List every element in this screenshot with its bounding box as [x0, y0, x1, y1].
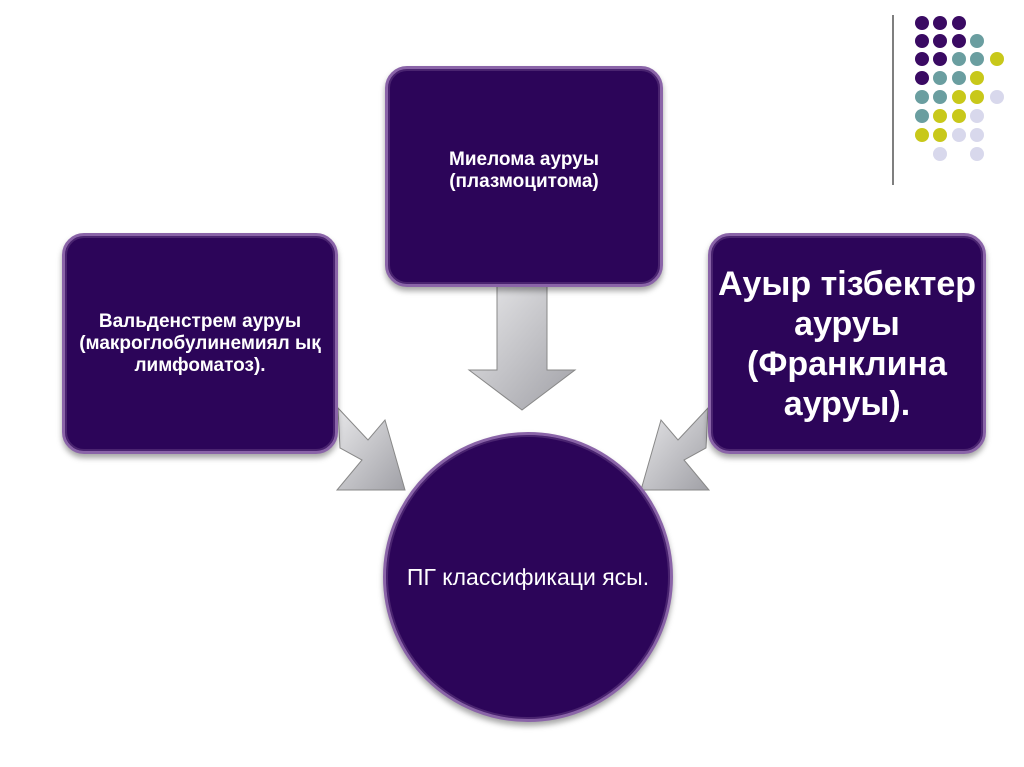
- myeloma-box: Миелома ауруы (плазмоцитома): [385, 66, 663, 287]
- decor-dot: [915, 128, 929, 142]
- myeloma-label: Миелома ауруы (плазмоцитома): [449, 149, 599, 192]
- decor-dot: [970, 109, 984, 123]
- decor-dot: [952, 16, 966, 30]
- decor-dot: [933, 71, 947, 85]
- decor-dot: [990, 90, 1004, 104]
- decor-dot: [952, 128, 966, 142]
- decor-dot: [933, 90, 947, 104]
- arrow-left-to-center: [335, 406, 406, 491]
- decor-dot: [952, 71, 966, 85]
- decor-dot: [933, 34, 947, 48]
- decor-dot: [915, 71, 929, 85]
- decor-dot: [933, 16, 947, 30]
- decor-dot: [915, 90, 929, 104]
- decorative-dots: [892, 15, 1004, 185]
- decor-dot: [970, 34, 984, 48]
- classification-label: ПГ классификаци ясы.: [406, 563, 650, 590]
- decor-dot: [933, 52, 947, 66]
- waldenstrom-label: Вальденстрем ауруы (макроглобулинемиял ы…: [79, 310, 321, 376]
- decor-dot: [933, 128, 947, 142]
- decor-dot: [970, 128, 984, 142]
- waldenstrom-box: Вальденстрем ауруы (макроглобулинемиял ы…: [62, 233, 338, 454]
- arrow-down: [467, 285, 577, 411]
- decor-dot: [952, 90, 966, 104]
- decor-dot: [915, 34, 929, 48]
- classification-circle: ПГ классификаци ясы.: [383, 432, 673, 722]
- decor-dot: [952, 109, 966, 123]
- decor-dot: [915, 52, 929, 66]
- decor-dot: [990, 52, 1004, 66]
- heavy-chain-label: Ауыр тізбектер ауруы (Франклина ауруы).: [717, 264, 977, 423]
- heavy-chain-box: Ауыр тізбектер ауруы (Франклина ауруы).: [708, 233, 986, 454]
- decor-dot: [970, 147, 984, 161]
- decor-dot: [933, 147, 947, 161]
- decor-dot: [970, 52, 984, 66]
- decor-dot: [970, 71, 984, 85]
- decor-dot: [952, 34, 966, 48]
- decor-dot: [933, 109, 947, 123]
- decor-dot: [915, 16, 929, 30]
- arrow-right-to-center: [640, 406, 711, 491]
- decor-dot: [952, 52, 966, 66]
- decor-dot: [915, 109, 929, 123]
- decor-dot: [970, 90, 984, 104]
